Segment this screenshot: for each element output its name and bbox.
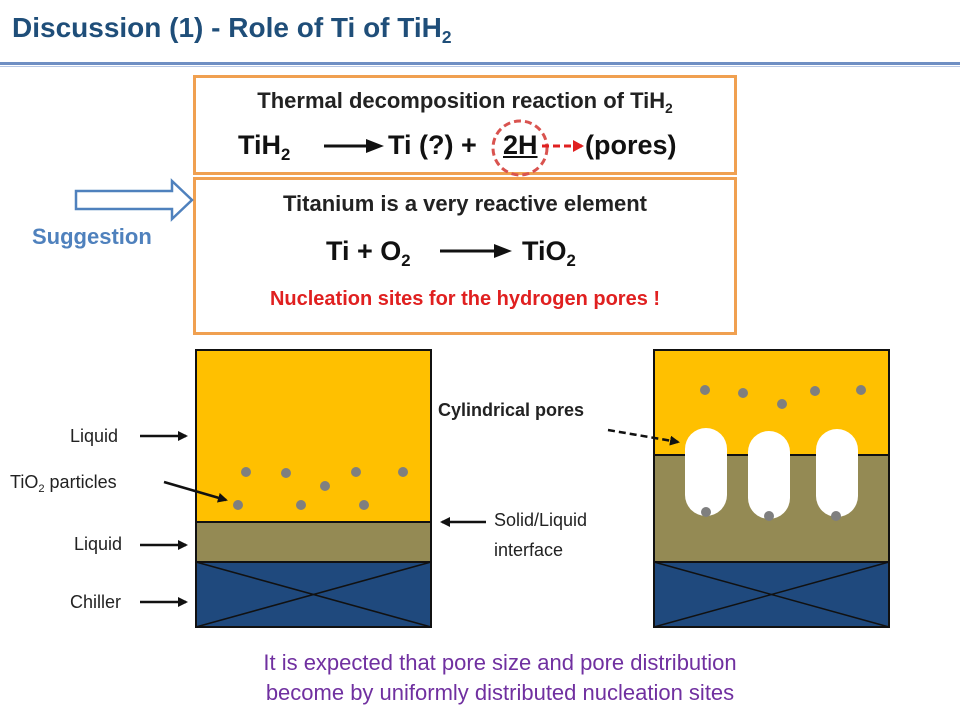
eq1-product-h: 2H [503, 130, 538, 160]
eq2-left-sub: 2 [401, 250, 411, 270]
eq2-right-sub: 2 [566, 250, 576, 270]
label-interface-line1: Solid/Liquid [494, 510, 588, 530]
label-cylindrical-pores: Cylindrical pores [438, 400, 585, 420]
reactive-heading: Titanium is a very reactive element [283, 191, 647, 216]
eq1-reactant: TiH2 [238, 130, 291, 164]
label-liquid-bottom: Liquid [74, 534, 123, 554]
label-chiller: Chiller [70, 592, 122, 612]
title-underline [0, 62, 960, 65]
decomposition-heading: Thermal decomposition reaction of TiH2 [193, 88, 737, 116]
title-subscript: 2 [441, 27, 452, 48]
conclusion-line2: become by uniformly distributed nucleati… [265, 680, 735, 705]
label-particles: TiO2 particles [10, 472, 117, 495]
right-particles [700, 385, 866, 521]
eq1-reactant-sub: 2 [281, 144, 291, 164]
label-interface-line2: interface [494, 540, 564, 560]
decomposition-heading-sub: 2 [665, 100, 673, 116]
decomposition-box [193, 75, 737, 175]
eq2-right: TiO2 [522, 236, 576, 270]
label-liquid-top: Liquid [70, 426, 119, 446]
decomposition-heading-text: Thermal decomposition reaction of TiH [257, 88, 666, 113]
eq1-product-ti: Ti (?) + [388, 130, 477, 160]
eq1-arrow-icon [324, 139, 384, 153]
hydrogen-highlight-circle [491, 119, 549, 177]
label-particles-sub: 2 [38, 482, 45, 495]
reactive-box [193, 177, 737, 335]
eq2-arrow-icon [440, 244, 512, 258]
suggestion-label: Suggestion [32, 224, 152, 249]
title-text: Discussion (1) - Role of Ti of TiH [12, 12, 442, 43]
left-particles [233, 467, 408, 510]
suggestion-arrow-icon [74, 178, 194, 222]
conclusion-text: It is expected that pore size and pore d… [160, 648, 840, 708]
eq2-left: Ti + O2 [326, 236, 411, 270]
nucleation-note: Nucleation sites for the hydrogen pores … [269, 288, 661, 310]
left-liquid-region [195, 349, 432, 523]
left-solid-region [195, 521, 432, 563]
page-title: Discussion (1) - Role of Ti of TiH2 [12, 12, 452, 48]
eq2-left-text: Ti + O [326, 236, 402, 266]
title-underline-thin [0, 66, 960, 67]
right-mould [653, 349, 890, 628]
eq2-right-text: TiO [522, 236, 567, 266]
pores-dashed-arrow-icon [607, 428, 680, 446]
label-particles-prefix: TiO [10, 472, 39, 492]
eq1-reactant-text: TiH [238, 130, 282, 160]
left-mould [195, 349, 432, 628]
eq1-pores: (pores) [585, 130, 677, 160]
cylindrical-pores [685, 428, 858, 519]
conclusion-line1: It is expected that pore size and pore d… [263, 650, 737, 675]
particles-arrow-icon [163, 480, 228, 503]
label-particles-suffix: particles [44, 472, 117, 492]
